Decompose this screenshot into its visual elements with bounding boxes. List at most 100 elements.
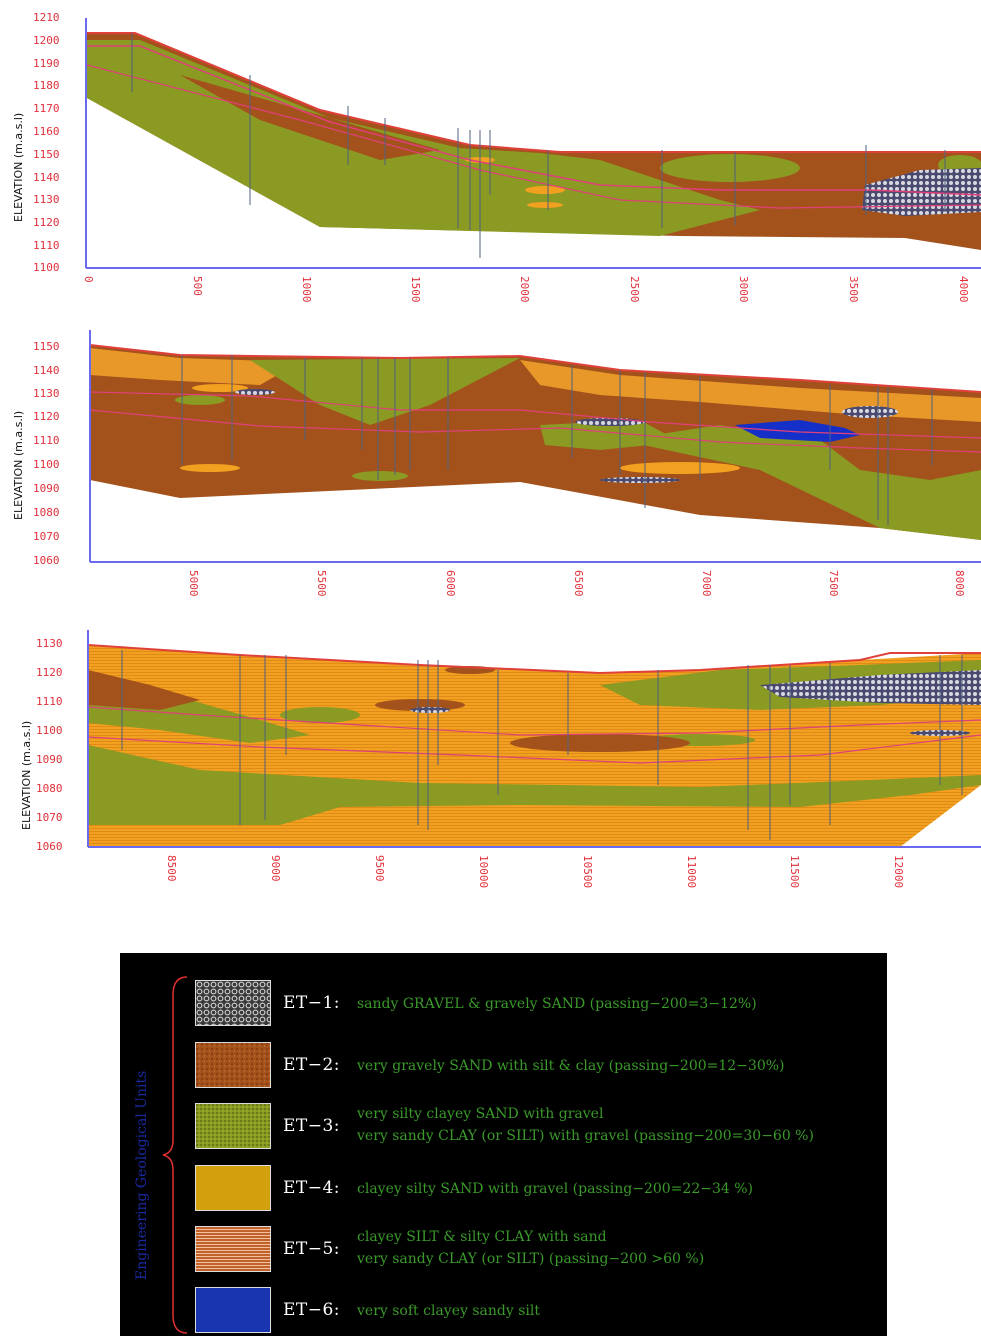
x-tick-label: 3500: [847, 276, 860, 303]
y-tick-label: 1180: [33, 79, 60, 92]
section-panel-3: ELEVATION (m.a.s.l) 1130 1120 1110 1100 …: [0, 625, 981, 940]
x-tick-label: 3000: [737, 276, 750, 303]
x-tick-label: 6500: [572, 570, 585, 597]
x-ticks: 0 500 1000 1500 2000 2500 3000 3500 4000: [82, 276, 970, 303]
ground-surface: [87, 644, 981, 675]
y-tick-label: 1130: [33, 387, 60, 400]
et3-layer: [250, 358, 520, 425]
y-tick-label: 1200: [33, 34, 60, 47]
et2-code: ET−2:: [283, 1055, 341, 1075]
et3-lens: [352, 471, 408, 481]
y-tick-label: 1120: [33, 410, 60, 423]
y-axis-title: ELEVATION (m.a.s.l): [12, 113, 25, 222]
et3-desc-2: very sandy CLAY (or SILT) with gravel (p…: [357, 1128, 814, 1144]
y-tick-label: 1110: [33, 239, 60, 252]
et5-desc-1: clayey SILT & silty CLAY with sand: [357, 1229, 607, 1245]
et1-code: ET−1:: [283, 993, 341, 1013]
cross-section-2: ELEVATION (m.a.s.l) 1150 1140 1130 1120 …: [12, 330, 981, 597]
et3-code: ET−3:: [283, 1116, 341, 1136]
section-panel-1: ELEVATION (m.a.s.l) 1210 1200 1190 1180 …: [0, 0, 981, 330]
et4-lens: [192, 384, 248, 392]
x-tick-label: 2000: [518, 276, 531, 303]
x-tick-label: 2500: [628, 276, 641, 303]
y-tick-label: 1140: [33, 364, 60, 377]
et1-desc: sandy GRAVEL & gravely SAND (passing−200…: [357, 996, 757, 1012]
et3-lens: [280, 707, 360, 723]
et1-lens: [410, 707, 450, 713]
x-ticks: 5000 5500 6000 6500 7000 7500 8000: [187, 570, 966, 597]
section-panel-2: ELEVATION (m.a.s.l) 1150 1140 1130 1120 …: [0, 330, 981, 630]
x-tick-label: 10000: [477, 855, 490, 888]
x-ticks: 8500 9000 9500 10000 10500 11000 11500 1…: [165, 855, 905, 888]
x-tick-label: 7000: [700, 570, 713, 597]
x-tick-label: 5000: [187, 570, 200, 597]
y-tick-label: 1170: [33, 102, 60, 115]
et4-lens: [620, 462, 740, 474]
et1-swatch: [195, 980, 271, 1026]
et1-lens: [600, 477, 680, 483]
y-ticks: 1130 1120 1110 1100 1090 1080 1070 1060: [36, 637, 63, 853]
x-tick-label: 9000: [269, 855, 282, 882]
y-axis-title: ELEVATION (m.a.s.l): [12, 411, 25, 520]
et4-desc: clayey silty SAND with gravel (passing−2…: [357, 1181, 753, 1197]
boreholes: [181, 355, 933, 525]
y-tick-label: 1210: [33, 11, 60, 24]
et4-code: ET−4:: [283, 1178, 341, 1198]
et3-swatch: [195, 1103, 271, 1149]
x-tick-label: 10500: [581, 855, 594, 888]
x-tick-label: 1000: [300, 276, 313, 303]
y-tick-label: 1110: [36, 695, 63, 708]
et6-desc: very soft clayey sandy silt: [357, 1303, 540, 1319]
y-tick-label: 1100: [36, 724, 63, 737]
et1-lens: [235, 389, 275, 395]
y-tick-label: 1150: [33, 148, 60, 161]
et3-layer: [87, 40, 760, 236]
et5-desc-2: very sandy CLAY (or SILT) (passing−200 >…: [357, 1251, 705, 1267]
legend-item-et4: ET−4: clayey silty SAND with gravel (pas…: [195, 1165, 875, 1213]
x-tick-label: 8500: [165, 855, 178, 882]
x-tick-label: 8000: [953, 570, 966, 597]
unit-boundary: [89, 409, 981, 453]
et2-lens: [180, 75, 440, 160]
et1-lens: [760, 670, 981, 705]
x-tick-label: 11000: [685, 855, 698, 888]
et3-lens: [660, 154, 800, 182]
et3-layer: [620, 425, 981, 540]
et4-lens: [527, 202, 563, 208]
x-tick-label: 4000: [957, 276, 970, 303]
y-tick-label: 1130: [36, 637, 63, 650]
y-tick-label: 1070: [33, 530, 60, 543]
et5-code: ET−5:: [283, 1239, 341, 1259]
y-tick-label: 1140: [33, 171, 60, 184]
x-tick-label: 12000: [892, 855, 905, 888]
et3-lens: [175, 395, 225, 405]
legend-item-et3: ET−3: very silty clayey SAND with gravel…: [195, 1103, 875, 1151]
et2-layer: [88, 670, 200, 710]
x-tick-label: 500: [191, 276, 204, 296]
legend-brace: [162, 976, 188, 1334]
y-tick-label: 1100: [33, 261, 60, 274]
legend-item-et6: ET−6: very soft clayey sandy silt: [195, 1287, 875, 1335]
x-tick-label: 7500: [827, 570, 840, 597]
x-tick-label: 6000: [444, 570, 457, 597]
et4-swatch: [195, 1165, 271, 1211]
y-tick-label: 1100: [33, 458, 60, 471]
boreholes: [131, 33, 946, 258]
y-axis-title: ELEVATION (m.a.s.l): [20, 721, 33, 830]
y-tick-label: 1070: [36, 811, 63, 824]
ground-surface: [89, 344, 981, 393]
y-tick-label: 1060: [36, 840, 63, 853]
y-tick-label: 1060: [33, 554, 60, 567]
legend-item-et1: ET−1: sandy GRAVEL & gravely SAND (passi…: [195, 980, 875, 1028]
cross-section-3: ELEVATION (m.a.s.l) 1130 1120 1110 1100 …: [20, 630, 981, 888]
et6-lens: [735, 420, 860, 442]
et1-lens: [842, 406, 898, 418]
legend-title: Engineering Geological Units: [134, 1071, 150, 1280]
y-tick-label: 1080: [33, 506, 60, 519]
y-tick-label: 1080: [36, 782, 63, 795]
y-tick-label: 1120: [33, 216, 60, 229]
cross-section-1: ELEVATION (m.a.s.l) 1210 1200 1190 1180 …: [12, 11, 981, 303]
et1-lens: [575, 418, 645, 426]
et6-code: ET−6:: [283, 1300, 341, 1320]
et2-desc: very gravely SAND with silt & clay (pass…: [357, 1058, 785, 1074]
